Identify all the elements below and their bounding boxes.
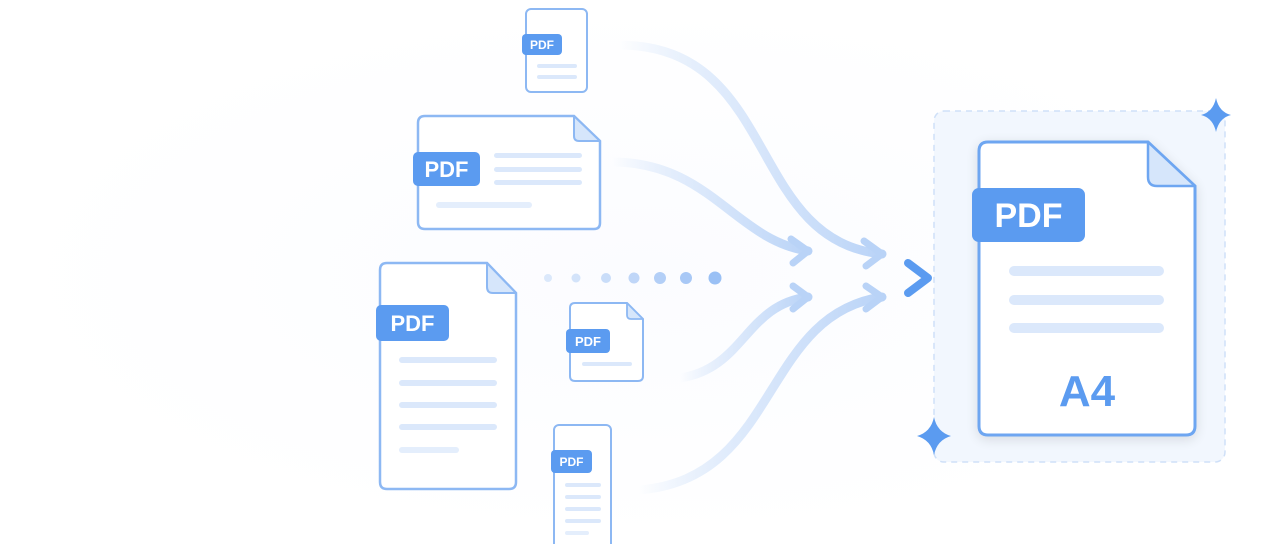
flow-arrows — [544, 40, 932, 495]
sparkle-icon — [1201, 98, 1231, 132]
source-document-tall: PDF — [376, 261, 518, 491]
arrowhead-landscape — [787, 235, 812, 267]
page-size-label: A4 — [1059, 367, 1116, 416]
pdf-badge-label: PDF — [530, 38, 554, 52]
source-document-landscape: PDF — [413, 114, 602, 231]
sparkles — [917, 98, 1231, 455]
pdf-badge: PDF — [413, 152, 480, 186]
arrowhead-top — [860, 237, 886, 270]
pdf-badge-label: PDF — [425, 157, 469, 182]
source-document-small-top: PDF — [522, 8, 588, 93]
sparkle-icon — [917, 417, 951, 455]
flow-arrow-from-top — [613, 40, 887, 259]
source-document-narrow-bottom: PDF — [551, 424, 612, 544]
pdf-badge-label: PDF — [560, 455, 584, 469]
source-document-small-middle: PDF — [566, 302, 644, 382]
output-document-panel: PDF A4 — [933, 110, 1226, 463]
flow-arrow-from-landscape — [607, 157, 813, 256]
pdf-badge: PDF — [376, 305, 449, 341]
pdf-badge: PDF — [551, 450, 592, 473]
flow-arrow-from-small-middle — [675, 292, 813, 383]
arrowhead-small-middle — [789, 282, 812, 313]
source-documents: PDF PDF — [376, 8, 644, 544]
pdf-badge-label: PDF — [575, 334, 601, 349]
arrowhead-main — [904, 259, 932, 297]
pdf-badge-label: PDF — [391, 311, 435, 336]
pdf-badge: PDF — [522, 34, 562, 55]
arrowhead-bottom — [862, 282, 886, 313]
flow-dots — [544, 271, 722, 285]
flow-arrow-from-bottom — [633, 292, 887, 495]
pdf-badge: PDF — [972, 188, 1085, 242]
pdf-badge: PDF — [566, 329, 610, 353]
output-pdf-badge-label: PDF — [995, 197, 1063, 235]
